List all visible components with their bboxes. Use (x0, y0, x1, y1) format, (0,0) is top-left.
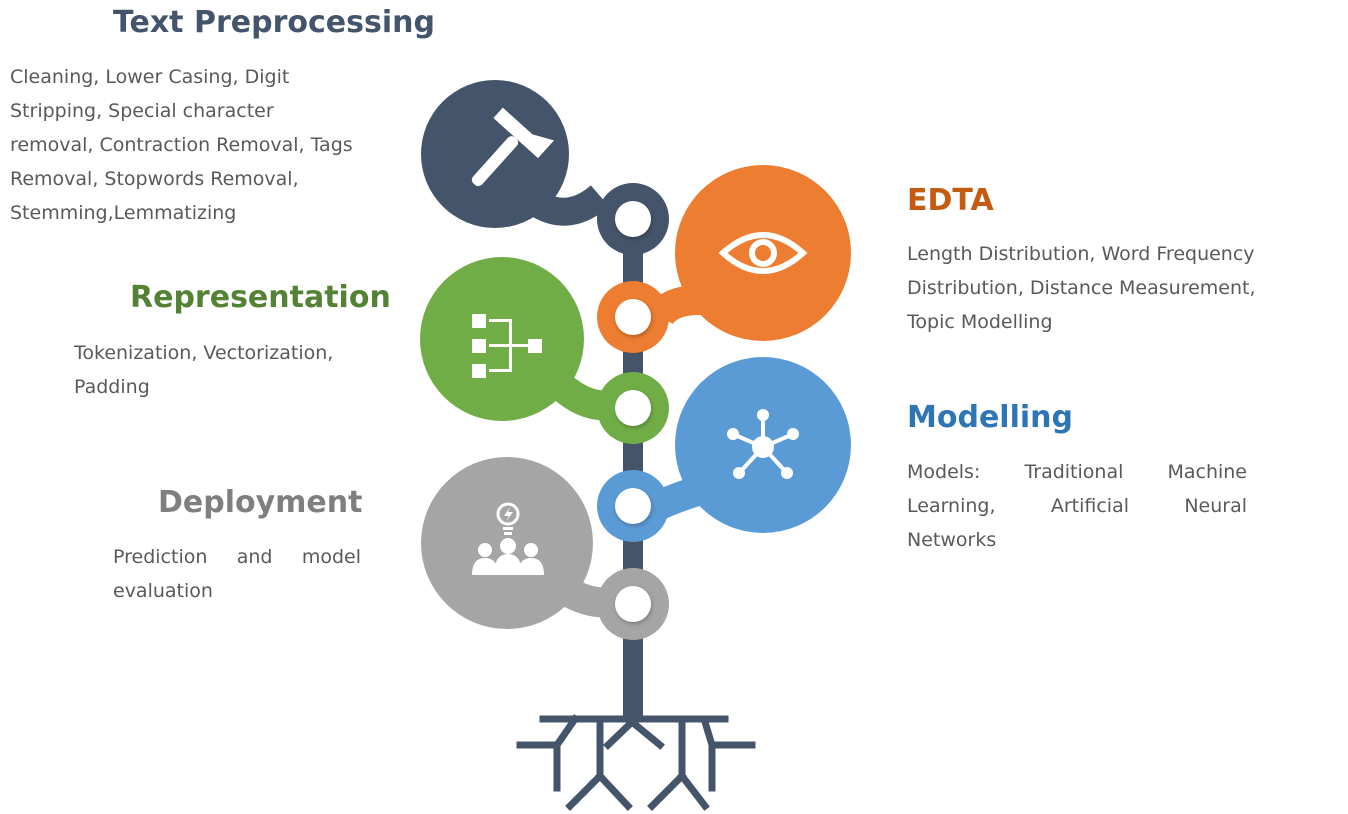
description-line: Models: Traditional Machine (907, 461, 1247, 483)
network-icon (727, 409, 799, 479)
roots (516, 714, 756, 811)
deployment-title: Deployment (158, 485, 363, 520)
text-preprocessing-description: Cleaning, Lower Casing, Digit Stripping,… (10, 60, 410, 230)
hierarchy-icon (472, 314, 542, 378)
hammer-icon (471, 107, 555, 187)
description-line: Tokenization, Vectorization, (74, 342, 334, 364)
modelling-title: Modelling (907, 400, 1073, 435)
deployment-description: Prediction and model evaluation (113, 540, 361, 608)
leaf-deployment (421, 457, 669, 640)
description-line: Length Distribution, Word Frequency (907, 243, 1255, 265)
representation-description: Tokenization, Vectorization, Padding (74, 336, 394, 404)
description-line: Stemming,Lemmatizing (10, 202, 237, 224)
description-line: evaluation (113, 580, 213, 602)
description-line: Removal, Stopwords Removal, (10, 168, 299, 190)
description-line: Stripping, Special character (10, 100, 274, 122)
modelling-description: Models: Traditional Machine Learning, Ar… (907, 455, 1247, 557)
leaf-text-preprocessing (421, 80, 669, 255)
edta-title: EDTA (907, 183, 994, 218)
description-line: Prediction and model (113, 546, 361, 568)
description-line: Padding (74, 376, 150, 398)
eye-icon (718, 232, 808, 274)
leaf-modelling (597, 357, 851, 542)
leaf-representation (420, 257, 669, 444)
leaf-edta (597, 165, 851, 353)
team-idea-icon (472, 502, 544, 575)
text-preprocessing-title: Text Preprocessing (113, 5, 435, 40)
description-line: Networks (907, 529, 997, 551)
edta-description: Length Distribution, Word Frequency Dist… (907, 237, 1332, 339)
description-line: removal, Contraction Removal, Tags (10, 134, 353, 156)
description-line: Learning, Artificial Neural (907, 495, 1247, 517)
representation-title: Representation (130, 280, 391, 315)
description-line: Cleaning, Lower Casing, Digit (10, 66, 290, 88)
description-line: Topic Modelling (907, 311, 1053, 333)
description-line: Distribution, Distance Measurement, (907, 277, 1256, 299)
